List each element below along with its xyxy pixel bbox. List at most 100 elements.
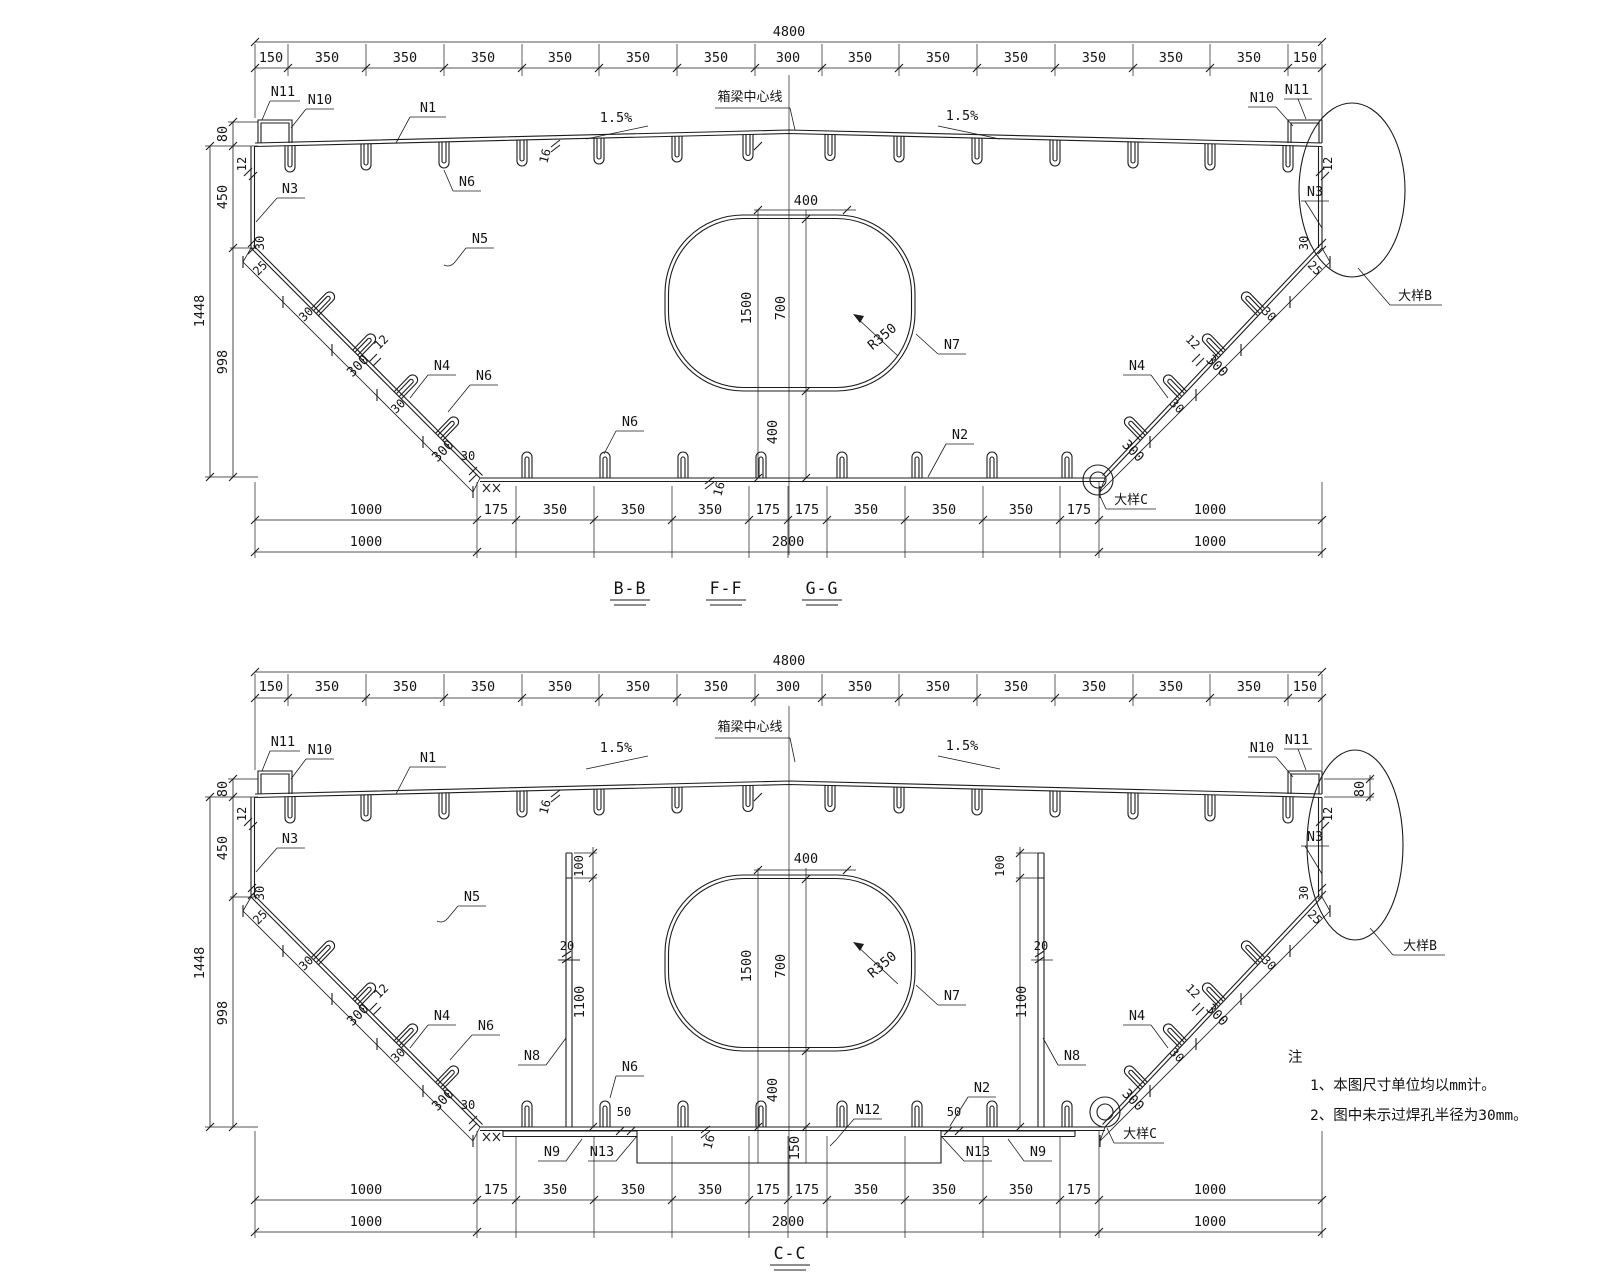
part-label-n8: N8	[524, 1048, 540, 1064]
dim-text: 16	[711, 480, 728, 498]
dim-text: 400	[765, 1078, 781, 1102]
dim-text: 100	[572, 855, 586, 877]
part-label-n9: N9	[1030, 1144, 1046, 1160]
dim-text: 2800	[772, 1214, 805, 1230]
part-label-n1: N1	[420, 750, 436, 766]
dim-text: 350	[315, 50, 339, 66]
dim-text: 1500	[739, 950, 755, 983]
part-label-n3: N3	[282, 831, 298, 847]
dim-text: 350	[393, 679, 417, 695]
part-label-n4: N4	[1129, 358, 1145, 374]
cc-r350-arrowhead	[853, 942, 864, 951]
part-label-n1: N1	[420, 100, 436, 116]
dim-text: 1000	[1194, 1214, 1227, 1230]
dim-text: 300	[776, 50, 800, 66]
part-label-n10: N10	[1250, 740, 1274, 756]
dim-text: 175	[756, 1182, 780, 1198]
dim-text: 300	[776, 679, 800, 695]
top-dim-lines	[205, 41, 1331, 961]
dim-text: 1500	[739, 292, 755, 325]
dim-text: 350	[1082, 679, 1106, 695]
dim-text: 25	[1305, 907, 1325, 927]
part-label-n3: N3	[1307, 829, 1323, 845]
dim-text: 350	[621, 1182, 645, 1198]
dim-overall: 4800	[773, 24, 806, 40]
dim-text: 50	[947, 1105, 961, 1119]
dim-text: 100	[993, 855, 1007, 877]
part-label-n9: N9	[544, 1144, 560, 1160]
top-leaders	[255, 98, 1442, 510]
part-label-n4: N4	[434, 358, 450, 374]
dim-overall: 4800	[773, 653, 806, 669]
part-label-n7: N7	[944, 988, 960, 1004]
detail-c-label: 大样C	[1123, 1127, 1157, 1142]
dim-text: 350	[854, 502, 878, 518]
dim-text: 350	[932, 502, 956, 518]
dim-text: 30	[461, 1098, 475, 1112]
dim-text: 998	[215, 350, 231, 374]
part-label-n5: N5	[464, 889, 480, 905]
detail-b-label: 大样B	[1398, 289, 1432, 304]
dim-text: 175	[484, 502, 508, 518]
dim-text: 30	[1167, 1045, 1187, 1065]
dim-text: 300	[429, 1086, 458, 1115]
dim-text: 12	[1321, 157, 1335, 171]
dim-text: 350	[626, 50, 650, 66]
slope-label: 1.5%	[600, 740, 633, 756]
part-label-n6: N6	[478, 1018, 494, 1034]
dim-text: 175	[756, 502, 780, 518]
dim-text: 700	[773, 296, 789, 320]
cc-detail-b-ellipse	[1306, 749, 1404, 941]
cc-detail-c-circle-inner	[1096, 1103, 1114, 1121]
dim-text: 150	[787, 1136, 803, 1160]
section-title-bb: B-B	[614, 579, 647, 598]
dim-text: 350	[704, 679, 728, 695]
cc-bottom-plates	[502, 1130, 1076, 1164]
cc-curbs	[257, 770, 1323, 794]
dim-text: 350	[548, 50, 572, 66]
note-item-1: 1、本图尺寸单位均以mm计。	[1310, 1077, 1496, 1094]
dim-text: 350	[543, 502, 567, 518]
dim-text: 350	[1004, 50, 1028, 66]
part-label-n10: N10	[308, 742, 332, 758]
cc-dim-lines	[205, 671, 1374, 1233]
dim-text: 350	[926, 50, 950, 66]
note-item-2: 2、图中未示过焊孔半径为30mm。	[1310, 1107, 1528, 1124]
dim-text: 350	[1237, 50, 1261, 66]
dim-text: 16	[537, 798, 554, 816]
dim-text: 80	[1352, 781, 1368, 797]
part-label-n11: N11	[271, 84, 295, 100]
dim-text: R350	[865, 320, 900, 353]
dim-text: 1000	[350, 1214, 383, 1230]
dim-text: 700	[773, 954, 789, 978]
section-title-ff: F-F	[710, 579, 743, 598]
dim-text: 30	[253, 236, 267, 250]
dim-text: 450	[215, 185, 231, 209]
top-curbs	[257, 119, 1323, 143]
dim-text: 1000	[350, 534, 383, 550]
dim-text: 350	[1009, 502, 1033, 518]
part-label-n12: N12	[856, 1102, 880, 1118]
centerline-label: 箱梁中心线	[717, 719, 782, 735]
dim-text: 350	[698, 502, 722, 518]
dim-text: 175	[484, 1182, 508, 1198]
part-label-n5: N5	[472, 231, 488, 247]
dim-text: 150	[259, 679, 283, 695]
dim-text: 350	[471, 679, 495, 695]
dim-text: 350	[393, 50, 417, 66]
part-label-n11: N11	[1285, 732, 1309, 748]
dim-text: 30	[461, 449, 475, 463]
part-label-n6: N6	[459, 174, 475, 190]
part-label-n6: N6	[622, 414, 638, 430]
dim-text: 300	[1119, 1086, 1148, 1115]
dim-text: 350	[471, 50, 495, 66]
dim-text: 300	[344, 1001, 373, 1030]
dim-text: 80	[215, 126, 231, 142]
top-manhole-inner	[667, 217, 913, 389]
dim-text: 350	[315, 679, 339, 695]
dim-text: 20	[560, 939, 574, 953]
dim-text: 12	[1183, 332, 1203, 352]
dim-text: 350	[621, 502, 645, 518]
